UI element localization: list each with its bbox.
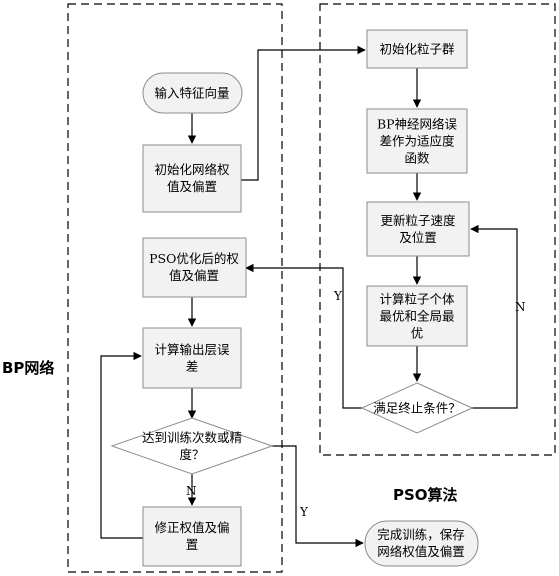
pso-region-frame [319,3,556,456]
edge-stop-yes-to-pso-weights [245,263,362,409]
node-label-line: 初始化网络权 [154,162,230,177]
edge-label-train-yes: Y [299,505,309,519]
svg-text:PSO优化后的权值及偏置: PSO优化后的权值及偏置 [149,251,239,283]
edge-check-yes-to-finish [272,445,364,548]
edge-stop-no-loop [470,224,518,409]
node-label-line: 及位置 [399,230,437,245]
node-label-line: 度？ [179,447,204,462]
node-init-swarm: 初始化粒子群 [366,29,468,69]
node-label-line: 差 [186,359,199,374]
edge-adjust-loop-to-error [100,351,143,539]
node-label-line: 网络权值及偏置 [377,544,465,559]
svg-text:计算输出层误差: 计算输出层误差 [154,342,230,374]
node-check-training: 达到训练次数或精度？ [110,417,274,475]
node-label-line: 值及偏置 [167,179,217,194]
edge-label-stop-no: N [515,300,526,314]
svg-text:修正权值及偏置: 修正权值及偏置 [154,520,229,552]
node-fitness: BP神经网络误差作为适应度函数 [366,108,468,174]
edge-label-train-no: N [186,484,197,498]
svg-text:更新粒子速度及位置: 更新粒子速度及位置 [380,213,456,245]
node-adjust-weights: 修正权值及偏置 [142,506,242,567]
svg-text:达到训练次数或精度？: 达到训练次数或精度？ [142,430,242,462]
node-label-line: 计算输出层误 [154,342,230,357]
node-label-line: 优 [411,326,424,341]
node-label-line: 完成训练，保存 [377,527,465,542]
node-label-line: 达到训练次数或精 [142,430,242,445]
svg-text:满足终止条件？: 满足终止条件？ [373,401,461,416]
pso-region-label: PSO算法 [393,486,458,504]
svg-text:初始化网络权值及偏置: 初始化网络权值及偏置 [154,162,230,194]
node-label-line: 值及偏置 [169,268,219,283]
node-label-line: 最优和全局最 [379,309,455,324]
node-label-line: 差作为适应度 [379,134,455,149]
node-label-line: 输入特征向量 [154,86,229,101]
node-label-line: 计算粒子个体 [379,292,455,307]
node-label-line: 满足终止条件？ [373,401,461,416]
node-label-line: 修正权值及偏 [154,520,229,535]
node-pso-weights: PSO优化后的权值及偏置 [142,237,247,298]
edge-label-stop-yes: Y [333,289,343,303]
node-label-line: 置 [186,537,199,552]
node-label-line: PSO优化后的权 [149,251,239,266]
bp-region-label: BP网络 [2,359,54,377]
node-label-line: 更新粒子速度 [380,213,456,228]
node-check-stop: 满足终止条件？ [360,382,474,434]
node-label-line: 初始化粒子群 [379,42,455,57]
edge-init-to-swarm [241,45,366,181]
svg-text:计算粒子个体最优和全局最优: 计算粒子个体最优和全局最优 [379,292,455,341]
node-label-line: 函数 [404,151,430,166]
node-calc-error: 计算输出层误差 [142,327,242,389]
node-input-features: 输入特征向量 [142,72,243,114]
svg-text:完成训练，保存网络权值及偏置: 完成训练，保存网络权值及偏置 [377,527,465,559]
node-label-line: BP神经网络误 [377,117,458,132]
bp-region-frame [67,3,283,573]
svg-text:初始化粒子群: 初始化粒子群 [379,42,455,57]
svg-text:输入特征向量: 输入特征向量 [154,86,229,101]
svg-text:BP神经网络误差作为适应度函数: BP神经网络误差作为适应度函数 [377,117,458,166]
node-calc-best: 计算粒子个体最优和全局最优 [366,285,468,347]
node-finish: 完成训练，保存网络权值及偏置 [364,520,479,567]
node-update-particles: 更新粒子速度及位置 [366,201,470,257]
node-init-weights: 初始化网络权值及偏置 [142,144,242,213]
